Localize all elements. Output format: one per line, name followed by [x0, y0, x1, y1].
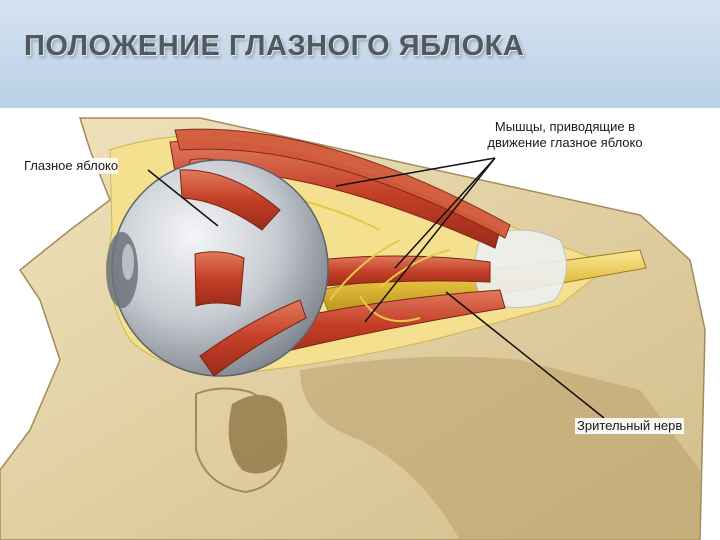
- slide-title: ПОЛОЖЕНИЕ ГЛАЗНОГО ЯБЛОКА: [24, 30, 525, 62]
- sinus-cavity: [228, 395, 287, 474]
- label-eyeball: Глазное яблоко: [24, 158, 119, 174]
- label-optic-nerve: Зрительный нерв: [575, 418, 685, 434]
- bone-ridge: [195, 387, 288, 494]
- leader-optic-nerve: [445, 291, 605, 419]
- tendon-ring: [474, 229, 567, 308]
- cornea-highlight: [122, 244, 134, 280]
- leader-eyeball: [147, 169, 219, 227]
- orbit-illustration: [0, 117, 706, 540]
- title-band: ПОЛОЖЕНИЕ ГЛАЗНОГО ЯБЛОКА: [0, 0, 720, 108]
- nerve-branches: [299, 199, 451, 323]
- lateral-insertion: [194, 251, 245, 307]
- superior-insertion: [179, 169, 281, 231]
- levator-muscle: [174, 128, 511, 239]
- bone-shadow-lower: [300, 356, 700, 540]
- inferior-insertion: [199, 299, 307, 377]
- leader-muscle-2: [394, 157, 496, 269]
- label-muscles: Мышцы, приводящие в движение глазное ябл…: [470, 119, 660, 151]
- leader-muscle-3: [364, 157, 496, 323]
- leader-muscle-1: [335, 157, 496, 187]
- inferior-muscle: [239, 289, 506, 361]
